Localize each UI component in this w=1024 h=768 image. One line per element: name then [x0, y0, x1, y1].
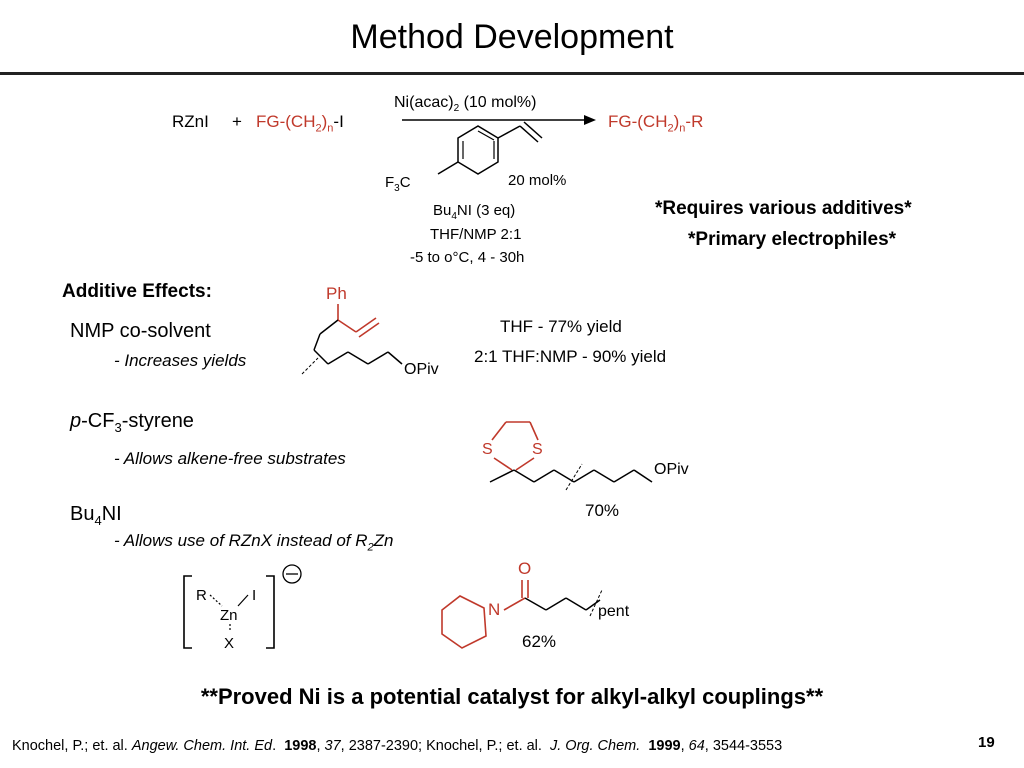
citation-authors-2: Knochel, P.; et. al.: [426, 738, 542, 754]
styrene-sub3: 3: [394, 183, 400, 194]
citation-year-2: 1999: [648, 738, 681, 754]
citation-journal-2: J. Org. Chem.: [550, 738, 641, 754]
additive-effects-heading: Additive Effects:: [62, 281, 212, 302]
cf3-mid: -CF: [81, 410, 115, 432]
zn-label: Zn: [220, 607, 238, 624]
bu4ni-desc: - Allows use of RZnX instead of R2Zn: [114, 531, 394, 553]
catalyst-name: Ni(acac): [394, 94, 454, 111]
reagent-rzni: RZnI: [172, 112, 209, 131]
s-right-label: S: [532, 441, 543, 458]
substrate-subn: n: [327, 122, 334, 135]
product-label: FG-(CH2)n-R: [608, 112, 703, 134]
product-tail: -R: [685, 112, 704, 131]
citation-pages-2: , 3544-3553: [704, 738, 783, 754]
substrate-electrophile: FG-(CH2)n-I: [256, 112, 344, 134]
substrate-tail: -I: [333, 112, 344, 131]
bu4ni-desc-sub: 2: [367, 541, 374, 554]
note-additives: *Requires various additives*: [655, 198, 912, 219]
cf3-desc: - Allows alkene-free substrates: [114, 449, 346, 468]
citation: Knochel, P.; et. al. Angew. Chem. Int. E…: [12, 738, 783, 754]
substrate-paren: ): [321, 112, 328, 131]
yield-amide: 62%: [522, 632, 557, 651]
cf3-p: p: [70, 410, 82, 432]
zincate-structure: R I Zn X: [183, 564, 302, 652]
product-subn: n: [679, 122, 686, 135]
catalyst-label: Ni(acac)2 (10 mol%): [394, 94, 536, 114]
nmp-desc: - Increases yields: [114, 351, 247, 370]
citation-vol-1: 37: [324, 738, 341, 754]
citation-pages-1: , 2387-2390;: [340, 738, 427, 754]
citation-dot-1: .: [272, 738, 277, 754]
product-fg: FG-(CH: [608, 112, 668, 131]
title-divider: [0, 72, 1024, 75]
yield-thf-nmp: 2:1 THF:NMP - 90% yield: [474, 347, 667, 366]
pent-label: pent: [598, 603, 630, 620]
bu4ni-desc-tail: Zn: [373, 531, 394, 550]
bu4ni-bu: Bu: [70, 503, 95, 525]
citation-vol-2: 64: [688, 738, 705, 754]
citation-year-1: 1998: [284, 738, 317, 754]
additive-tail: NI (3 eq): [456, 202, 516, 219]
page-number: 19: [978, 734, 995, 751]
reaction-scheme: RZnI + FG-(CH2)n-I Ni(acac)2 (10 mol%) F…: [0, 0, 1024, 280]
opiv-label-2: OPiv: [654, 461, 689, 478]
bu4ni-tail: NI: [101, 503, 122, 525]
styrene-structure: [437, 121, 543, 175]
note-electrophiles: *Primary electrophiles*: [688, 229, 897, 250]
styrene-loading: 20 mol%: [508, 172, 567, 189]
yield-thf: THF - 77% yield: [500, 317, 622, 336]
styrene-c: C: [399, 174, 411, 191]
plus-sign: +: [232, 112, 242, 131]
i-label: I: [252, 587, 256, 604]
citation-authors-1: Knochel, P.; et. al.: [12, 738, 128, 754]
bu4ni-sub: 4: [94, 513, 102, 528]
cf3-title: p-CF3-styrene: [70, 410, 194, 435]
amide-structure: O N pent: [441, 559, 630, 649]
dithiolane-structure: S S OPiv: [482, 421, 689, 491]
o-label: O: [518, 559, 531, 578]
substrate-sub2: 2: [315, 122, 322, 135]
substrate-fg: FG-(CH: [256, 112, 316, 131]
ph-opiv-structure: Ph OPiv: [301, 284, 439, 378]
solvent-label: THF/NMP 2:1: [430, 226, 522, 243]
additive-bu: Bu: [433, 202, 452, 219]
product-sub2: 2: [667, 122, 674, 135]
additive-sub4: 4: [451, 211, 457, 222]
ph-label: Ph: [326, 284, 347, 303]
additive-bu4ni: Bu4NI (3 eq): [433, 202, 515, 222]
conclusion: **Proved Ni is a potential catalyst for …: [200, 684, 824, 709]
cf3-sub: 3: [114, 420, 122, 435]
n-label: N: [488, 600, 500, 619]
x-label: X: [224, 635, 234, 652]
catalyst-sub: 2: [453, 103, 460, 115]
styrene-cf3: F3C: [385, 174, 411, 194]
opiv-label-1: OPiv: [404, 361, 439, 378]
nmp-title: NMP co-solvent: [70, 320, 211, 342]
cf3-tail: -styrene: [121, 410, 194, 432]
product-paren: ): [673, 112, 680, 131]
r-label: R: [196, 587, 207, 604]
slide-title: Method Development: [350, 18, 674, 56]
citation-journal-1: Angew. Chem. Int. Ed: [131, 738, 273, 754]
bu4ni-title: Bu4NI: [70, 503, 122, 528]
yield-dithiolane: 70%: [585, 501, 620, 520]
conditions-temp: -5 to o°C, 4 - 30h: [410, 249, 525, 266]
reaction-arrow: [402, 115, 596, 125]
styrene-f: F: [385, 174, 395, 191]
bu4ni-desc-pre: - Allows use of RZnX instead of R: [114, 531, 368, 550]
s-left-label: S: [482, 441, 493, 458]
catalyst-loading: (10 mol%): [463, 94, 537, 111]
